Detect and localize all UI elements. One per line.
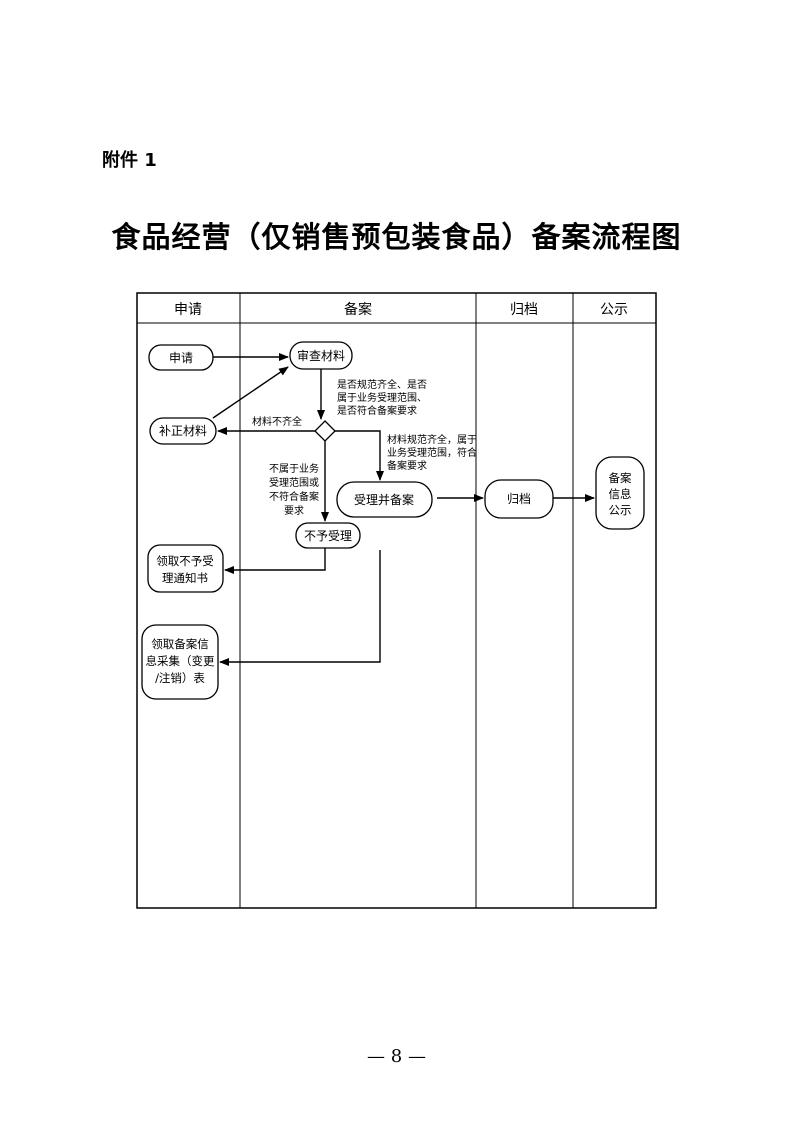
arrow-decision-to-accept bbox=[335, 430, 384, 481]
lane-header-publish: 公示 bbox=[600, 302, 628, 318]
publish-label-1: 备案 bbox=[609, 471, 632, 485]
archive-label: 归档 bbox=[507, 492, 531, 506]
apply-label: 申请 bbox=[169, 351, 193, 365]
lane-header-filing: 备案 bbox=[344, 301, 372, 318]
incomplete-label: 材料不齐全 bbox=[252, 415, 302, 428]
supplement-node bbox=[149, 417, 217, 445]
lane-header-archive: 归档 bbox=[510, 301, 538, 318]
reject-node bbox=[295, 522, 361, 549]
question-label-1: 是否规范齐全、是否 bbox=[337, 378, 427, 391]
arrow-supplement-to-review bbox=[212, 366, 289, 419]
out-of-scope-label-4: 要求 bbox=[284, 505, 304, 517]
question-label-3: 是否符合备案要求 bbox=[337, 404, 417, 417]
decision-diamond bbox=[314, 420, 336, 442]
publish-node bbox=[595, 456, 645, 530]
ok-label-1: 材料规范齐全，属于 bbox=[387, 433, 477, 446]
swimlane-frame bbox=[136, 292, 657, 909]
review-label: 审查材料 bbox=[297, 348, 345, 363]
form-label-3: /注销）表 bbox=[155, 671, 205, 685]
accept-label: 受理并备案 bbox=[354, 492, 414, 507]
notice-node bbox=[147, 544, 224, 593]
publish-label-3: 公示 bbox=[609, 503, 632, 517]
ok-label-3: 备案要求 bbox=[387, 459, 427, 472]
question-label-2: 属于业务受理范围、 bbox=[337, 391, 427, 404]
form-label-2: 息采集（变更 bbox=[146, 654, 215, 668]
form-node bbox=[141, 624, 219, 700]
archive-node bbox=[484, 479, 554, 519]
notice-label-1: 领取不予受 bbox=[156, 554, 214, 568]
accept-node bbox=[336, 481, 433, 518]
publish-label-2: 信息 bbox=[609, 487, 632, 501]
attachment-label: 附件 1 bbox=[102, 150, 157, 171]
supplement-label: 补正材料 bbox=[159, 424, 207, 438]
page-number: — 8 — bbox=[367, 1046, 426, 1067]
out-of-scope-label-3: 不符合备案 bbox=[269, 490, 319, 503]
reject-label: 不予受理 bbox=[304, 529, 352, 543]
arrow-accept-to-form bbox=[219, 550, 381, 666]
document-title: 食品经营（仅销售预包装食品）备案流程图 bbox=[111, 220, 682, 254]
out-of-scope-label-2: 受理范围或 bbox=[269, 476, 319, 489]
form-label-1: 领取备案信 bbox=[151, 637, 209, 651]
arrow-reject-to-notice bbox=[224, 548, 326, 574]
ok-label-2: 业务受理范围，符合 bbox=[387, 446, 477, 459]
notice-label-2: 理通知书 bbox=[162, 571, 208, 585]
lane-header-apply: 申请 bbox=[174, 302, 202, 318]
out-of-scope-label-1: 不属于业务 bbox=[269, 462, 319, 475]
